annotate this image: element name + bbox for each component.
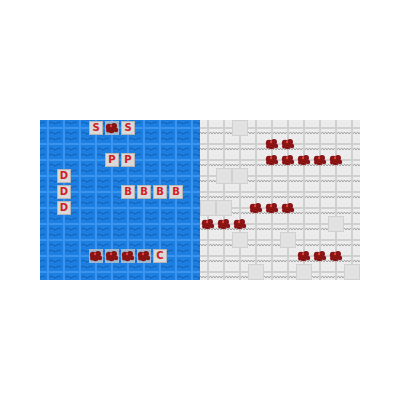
ship-cell: D (57, 185, 71, 199)
hit-marker (282, 203, 294, 213)
hit-marker (250, 203, 262, 213)
hit-marker (121, 249, 135, 263)
miss-cell (249, 265, 264, 280)
ship-cell: D (57, 201, 71, 215)
hit-marker (314, 155, 326, 165)
miss-cell (281, 233, 296, 248)
hit-marker (266, 203, 278, 213)
miss-cell (329, 217, 344, 232)
hit-marker (89, 249, 103, 263)
ship-letter: S (124, 123, 131, 133)
hit-marker (330, 155, 342, 165)
ship-cell: C (153, 249, 167, 263)
hit-marker (234, 219, 246, 229)
hit-marker (218, 219, 230, 229)
miss-cell (297, 265, 312, 280)
ship-cell: P (105, 153, 119, 167)
ship-cell: S (89, 121, 103, 135)
hit-marker (314, 251, 326, 261)
hit-marker (202, 219, 214, 229)
hit-marker (298, 251, 310, 261)
miss-cell (233, 121, 248, 136)
ship-cell: P (121, 153, 135, 167)
ship-letter: D (60, 171, 68, 181)
ship-letter: C (156, 251, 163, 261)
miss-cell (233, 233, 248, 248)
hit-marker (282, 155, 294, 165)
hit-marker (266, 155, 278, 165)
miss-cell (217, 169, 232, 184)
ship-letter: D (60, 187, 68, 197)
miss-cell (345, 265, 360, 280)
ship-letter: B (156, 187, 164, 197)
ship-cell: B (121, 185, 135, 199)
ship-cell: S (121, 121, 135, 135)
ship-letter: S (92, 123, 99, 133)
hit-marker (105, 249, 119, 263)
ship-cell: B (137, 185, 151, 199)
ship-cell: D (57, 169, 71, 183)
miss-cell (217, 201, 232, 216)
hit-marker (105, 121, 119, 135)
ship-letter: B (140, 187, 148, 197)
hit-marker (137, 249, 151, 263)
ship-letter: P (124, 155, 131, 165)
hit-marker (330, 251, 342, 261)
ship-cell: B (169, 185, 183, 199)
ship-letter: B (172, 187, 180, 197)
ship-letter: P (108, 155, 115, 165)
hit-marker (266, 139, 278, 149)
ship-letter: D (60, 203, 68, 213)
miss-cell (233, 169, 248, 184)
hit-marker (298, 155, 310, 165)
miss-cell (201, 201, 216, 216)
ship-letter: B (124, 187, 132, 197)
hit-marker (282, 139, 294, 149)
ship-cell: B (153, 185, 167, 199)
